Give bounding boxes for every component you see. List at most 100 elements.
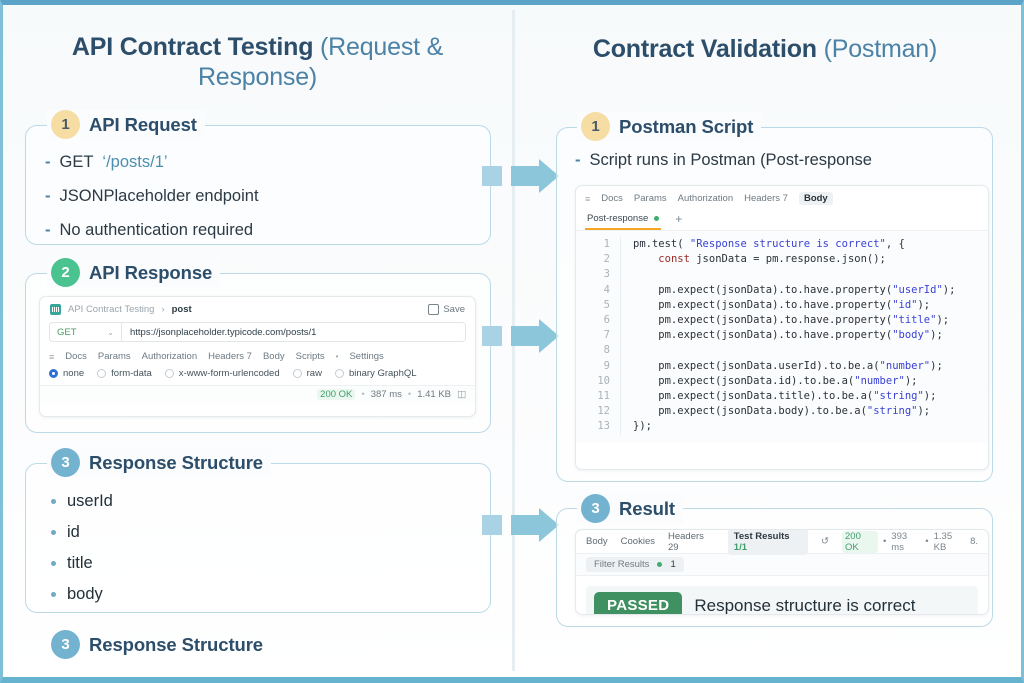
radio-label: binary GraphQL: [348, 368, 417, 379]
card-postman-script-header: 1 Postman Script: [577, 112, 762, 141]
result-status-group: 200 OK • 393 ms • 1.35 KB 8.: [842, 530, 978, 553]
tab-headers[interactable]: Headers 7: [208, 351, 252, 362]
editor-tabs: ≡ Docs Params Authorization Headers 7 Bo…: [576, 186, 988, 208]
bullet-dot-icon: [51, 499, 56, 504]
radio-label: raw: [306, 368, 322, 379]
code-line: 13});: [576, 419, 988, 435]
code-text: pm.expect(jsonData.body).to.be.a("string…: [620, 404, 930, 420]
bullet-text: No authentication required: [59, 221, 254, 239]
tab-docs[interactable]: Docs: [601, 193, 623, 204]
tab-cookies[interactable]: Cookies: [620, 536, 655, 547]
tab-test-results[interactable]: Test Results 1/1: [727, 530, 809, 555]
globe-icon[interactable]: ◫: [457, 389, 466, 400]
tab-authorization[interactable]: Authorization: [677, 193, 734, 204]
arrow-tip: [539, 508, 559, 542]
breadcrumb-workspace[interactable]: API Contract Testing: [68, 304, 155, 315]
dash-marker: -: [45, 221, 51, 239]
card-api-request-header: 1 API Request: [47, 110, 205, 139]
postman-script-editor[interactable]: ≡ Docs Params Authorization Headers 7 Bo…: [575, 185, 989, 470]
tab-body[interactable]: Body: [586, 536, 608, 547]
tab-headers[interactable]: Headers 29: [667, 530, 704, 553]
card-postman-script-title: Postman Script: [619, 115, 754, 137]
tab-headers[interactable]: Headers 7: [744, 193, 788, 204]
line-number: 12: [597, 405, 610, 418]
status-code: 200 OK: [317, 389, 356, 400]
line-number: 1: [603, 238, 610, 250]
history-icon[interactable]: ↺: [821, 536, 829, 547]
tab-params[interactable]: Params: [633, 193, 667, 204]
radio-urlencoded[interactable]: x-www-form-urlencoded: [164, 368, 280, 379]
postman-logo-icon: [50, 304, 61, 315]
breadcrumb-request-name[interactable]: post: [171, 304, 192, 315]
arrow-stub: [482, 166, 502, 186]
docs-icon: ≡: [585, 193, 591, 204]
left-title-soft: (Request & Response): [197, 33, 444, 91]
status-badge-passed: PASSED: [594, 592, 683, 614]
card-api-response-title: API Response: [89, 261, 213, 283]
arrow-stub: [482, 515, 502, 535]
code-line: 2 const jsonData = pm.response.json();: [576, 252, 988, 268]
radio-form-data[interactable]: form-data: [97, 368, 152, 379]
code-text: });: [620, 419, 652, 435]
bullet-dot-icon: [51, 592, 56, 597]
field-name: title: [67, 554, 93, 572]
url-input[interactable]: https://jsonplaceholder.typicode.com/pos…: [121, 322, 466, 342]
list-item: title: [51, 554, 113, 573]
bullet-text: Script runs in Postman (Post-response: [589, 151, 872, 169]
field-name: body: [67, 585, 103, 603]
tab-scripts[interactable]: Scripts: [295, 351, 325, 362]
code-line: 8: [576, 343, 988, 359]
radio-label: form-data: [111, 368, 152, 379]
editor-subtabs: Post-response +: [576, 208, 988, 231]
test-name: Response structure is correct: [694, 595, 916, 615]
tab-docs[interactable]: Docs: [65, 351, 87, 362]
arrow-stem: [511, 166, 539, 186]
tab-params[interactable]: Params: [97, 351, 131, 362]
postman-url-row: GET ⌄ https://jsonplaceholder.typicode.c…: [40, 319, 475, 346]
radio-icon: [49, 369, 58, 378]
radio-binary-graphql[interactable]: binary GraphQL: [334, 368, 417, 379]
scripts-dot-icon: •: [335, 352, 339, 361]
arrow-tip: [539, 159, 559, 193]
status-time: 387 ms: [370, 389, 402, 400]
tab-settings[interactable]: Settings: [349, 351, 384, 362]
trailing-response-structure-title: Response Structure: [89, 633, 263, 655]
bullet-dot-icon: [51, 561, 56, 566]
method-select[interactable]: GET ⌄: [49, 322, 121, 342]
step-badge-3: 3: [51, 448, 80, 477]
test-result-list: PASSED Response structure is correct: [576, 576, 988, 615]
filter-results-control[interactable]: Filter Results 1: [586, 557, 684, 572]
tab-test-results-label: Test Results: [733, 530, 790, 542]
code-text: pm.expect(jsonData).to.have.property("id…: [620, 297, 930, 314]
subtab-post-response[interactable]: Post-response: [585, 209, 662, 230]
line-number: 5: [603, 298, 610, 311]
code-text: pm.expect(jsonData.userId).to.be.a("numb…: [620, 358, 943, 374]
bullet-text: JSONPlaceholder endpoint: [59, 187, 259, 205]
right-title-soft: (Postman): [823, 35, 938, 63]
api-request-bullets: - GET ‘/posts/1’ - JSONPlaceholder endpo…: [45, 153, 498, 255]
radio-icon: [164, 369, 174, 378]
right-title-strong: Contract Validation: [592, 35, 817, 63]
test-results-window[interactable]: Body Cookies Headers 29 Test Results 1/1…: [575, 529, 989, 615]
line-number: 2: [603, 253, 610, 266]
status-separator: •: [407, 389, 412, 400]
bullet-row: - Script runs in Postman (Post-response: [575, 151, 1010, 170]
tab-body-active[interactable]: Body: [798, 192, 833, 205]
save-icon: [428, 304, 440, 315]
save-button[interactable]: Save: [428, 304, 465, 315]
result-tabs: Body Cookies Headers 29 Test Results 1/1…: [576, 530, 988, 555]
postman-request-window[interactable]: API Contract Testing › post Save GET ⌄ h…: [39, 296, 476, 417]
card-api-response-header: 2 API Response: [47, 258, 221, 287]
left-title: API Contract Testing (Request & Response…: [21, 33, 494, 92]
line-number: 7: [603, 329, 610, 342]
tab-authorization[interactable]: Authorization: [141, 351, 198, 362]
code-text: pm.expect(jsonData).to.have.property("ti…: [620, 313, 949, 329]
radio-raw[interactable]: raw: [292, 368, 322, 379]
filter-results-label: Filter Results: [594, 559, 650, 570]
add-tab-button[interactable]: +: [675, 212, 683, 226]
tab-body[interactable]: Body: [262, 351, 285, 362]
radio-none[interactable]: none: [49, 368, 84, 379]
list-item: body: [51, 585, 113, 604]
